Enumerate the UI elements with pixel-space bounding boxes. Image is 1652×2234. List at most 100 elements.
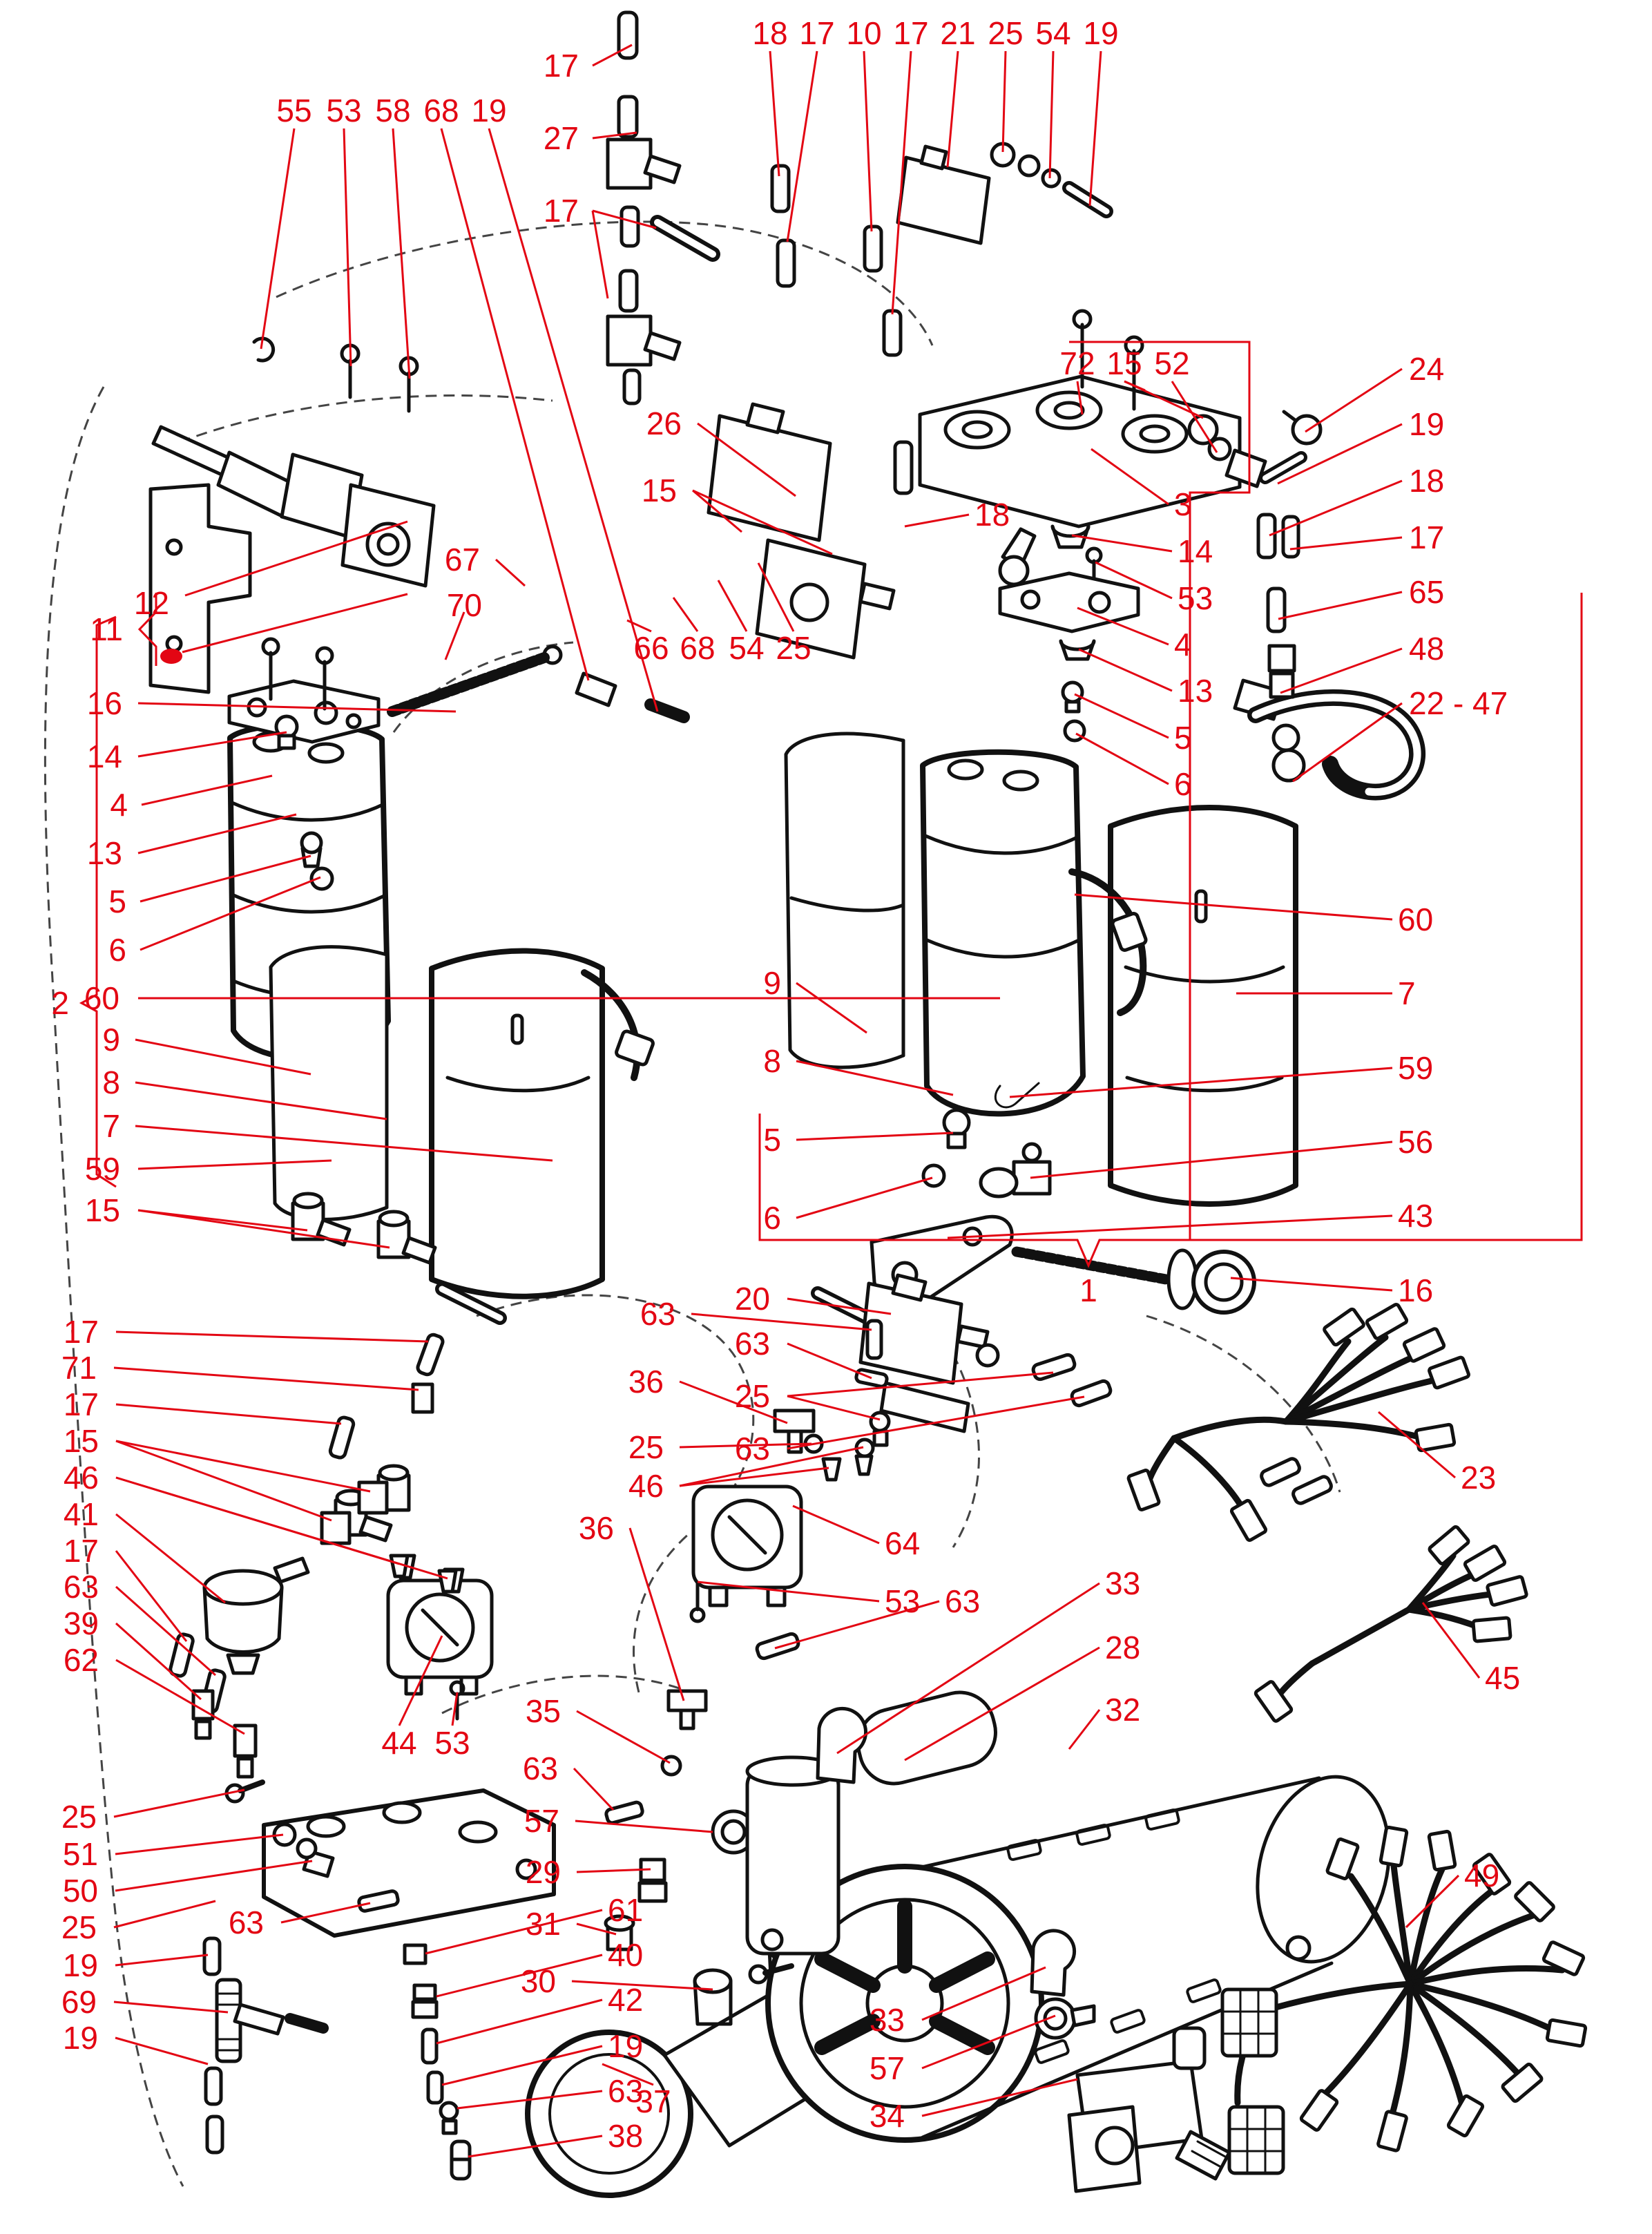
callout-19-7: 19 bbox=[1083, 15, 1118, 51]
callout-17-48: 17 bbox=[64, 1314, 99, 1350]
callout-56-77: 56 bbox=[1398, 1124, 1433, 1160]
callout-52-18: 52 bbox=[1154, 345, 1189, 381]
callout-71-49: 71 bbox=[61, 1350, 97, 1386]
leader-line bbox=[135, 1125, 553, 1162]
callout-21-4: 21 bbox=[940, 15, 975, 51]
wiring-harness-49 bbox=[1220, 1825, 1588, 2175]
callout-60-41: 60 bbox=[84, 980, 119, 1016]
leader-line bbox=[697, 422, 796, 497]
leader-line bbox=[787, 1371, 1054, 1397]
callout-72-16: 72 bbox=[1059, 345, 1095, 381]
callout-23-119: 23 bbox=[1461, 1460, 1496, 1496]
leader-line bbox=[571, 1980, 713, 1991]
leader-line bbox=[1124, 380, 1204, 419]
leader-line bbox=[1078, 648, 1173, 692]
leader-line bbox=[796, 982, 867, 1034]
callout-63-100: 63 bbox=[523, 1750, 558, 1786]
leader-line bbox=[1074, 893, 1393, 921]
callout-24-19: 24 bbox=[1409, 351, 1444, 387]
leader-line bbox=[921, 1966, 1046, 2021]
insulation-shell-right bbox=[1068, 805, 1298, 1207]
leader-line bbox=[343, 128, 352, 367]
callout-36-96: 36 bbox=[579, 1510, 614, 1546]
leader-line bbox=[626, 619, 652, 633]
leader-line bbox=[1074, 693, 1169, 739]
leader-line bbox=[786, 50, 818, 242]
leader-line bbox=[836, 1582, 1100, 1755]
callout-38-111: 38 bbox=[608, 2118, 643, 2154]
leader-line bbox=[787, 1395, 881, 1421]
callout-63-105: 63 bbox=[229, 1904, 264, 1940]
leader-line bbox=[1030, 1140, 1393, 1179]
callout-8-44: 8 bbox=[102, 1065, 120, 1100]
insulation-shells-left bbox=[269, 945, 883, 1329]
leader-line bbox=[1280, 647, 1403, 694]
callout-25-88: 25 bbox=[735, 1378, 770, 1414]
callout-19-12: 19 bbox=[471, 93, 506, 128]
leader-line bbox=[135, 1081, 387, 1120]
callout-19-109: 19 bbox=[608, 2028, 643, 2064]
callout-19-62: 19 bbox=[63, 1947, 98, 1983]
leader-line bbox=[796, 1176, 933, 1219]
callout-63-87: 63 bbox=[735, 1326, 770, 1362]
callout-17-22: 17 bbox=[1409, 519, 1444, 555]
leader-line bbox=[260, 128, 296, 350]
leader-line bbox=[904, 1646, 1100, 1762]
leader-line bbox=[1075, 732, 1169, 785]
o-ring bbox=[309, 866, 334, 891]
callout-68-70: 68 bbox=[680, 630, 715, 666]
callout-25-91: 25 bbox=[628, 1429, 664, 1465]
leader-line bbox=[1289, 536, 1403, 551]
callout-32-115: 32 bbox=[1105, 1692, 1140, 1728]
callout-16-35: 16 bbox=[87, 685, 122, 721]
callout-64-93: 64 bbox=[885, 1525, 920, 1561]
leader-line bbox=[769, 50, 780, 177]
callout-6-83: 6 bbox=[763, 1200, 781, 1236]
callout-54-6: 54 bbox=[1035, 15, 1070, 51]
leader-line bbox=[137, 1159, 332, 1170]
leader-line bbox=[679, 1380, 788, 1424]
callout-25-5: 25 bbox=[988, 15, 1023, 51]
leader-line bbox=[115, 2036, 209, 2065]
callout-4-37: 4 bbox=[110, 787, 128, 823]
callout-7-45: 7 bbox=[102, 1108, 120, 1144]
callout-44-97: 44 bbox=[381, 1725, 416, 1761]
leader-line bbox=[1171, 381, 1218, 453]
callout-15-47: 15 bbox=[85, 1192, 120, 1228]
strap bbox=[1068, 868, 1147, 1016]
callout-14-27: 14 bbox=[1178, 533, 1213, 569]
leader-line bbox=[1077, 607, 1169, 646]
leader-line bbox=[137, 702, 457, 713]
leader-line bbox=[592, 44, 633, 67]
leader-line bbox=[457, 2090, 603, 2110]
callout-43-78: 43 bbox=[1398, 1198, 1433, 1234]
callout-63-89: 63 bbox=[735, 1431, 770, 1467]
leader-line bbox=[1091, 448, 1169, 506]
group-1-top-bracket bbox=[1069, 341, 1251, 1240]
leader-line bbox=[774, 1600, 940, 1650]
leader-line bbox=[425, 1909, 603, 1955]
callout-16-79: 16 bbox=[1398, 1272, 1433, 1308]
leader-line bbox=[115, 1860, 313, 1892]
solenoid-valve-top bbox=[770, 142, 1113, 357]
spring bbox=[387, 652, 550, 717]
callout-17-3: 17 bbox=[893, 15, 928, 51]
callout-26-65: 26 bbox=[646, 405, 682, 441]
leader-line bbox=[757, 562, 795, 632]
motor bbox=[745, 1690, 1391, 2143]
leader-line bbox=[113, 1366, 419, 1391]
callout-1-84: 1 bbox=[1079, 1272, 1097, 1308]
group-2-bracket bbox=[79, 615, 117, 1188]
leader-line bbox=[576, 1922, 617, 1936]
callout-33-113: 33 bbox=[1105, 1565, 1140, 1601]
callout-57-117: 57 bbox=[870, 2050, 905, 2086]
leader-line bbox=[1305, 367, 1403, 433]
callout-70-68: 70 bbox=[447, 587, 482, 623]
callout-42-108: 42 bbox=[608, 1982, 643, 2018]
callout-39-56: 39 bbox=[64, 1605, 99, 1641]
leader-line bbox=[697, 1581, 880, 1603]
callout-10-2: 10 bbox=[846, 15, 881, 51]
callout-4-29: 4 bbox=[1174, 627, 1192, 662]
callout-25-61: 25 bbox=[61, 1909, 97, 1945]
